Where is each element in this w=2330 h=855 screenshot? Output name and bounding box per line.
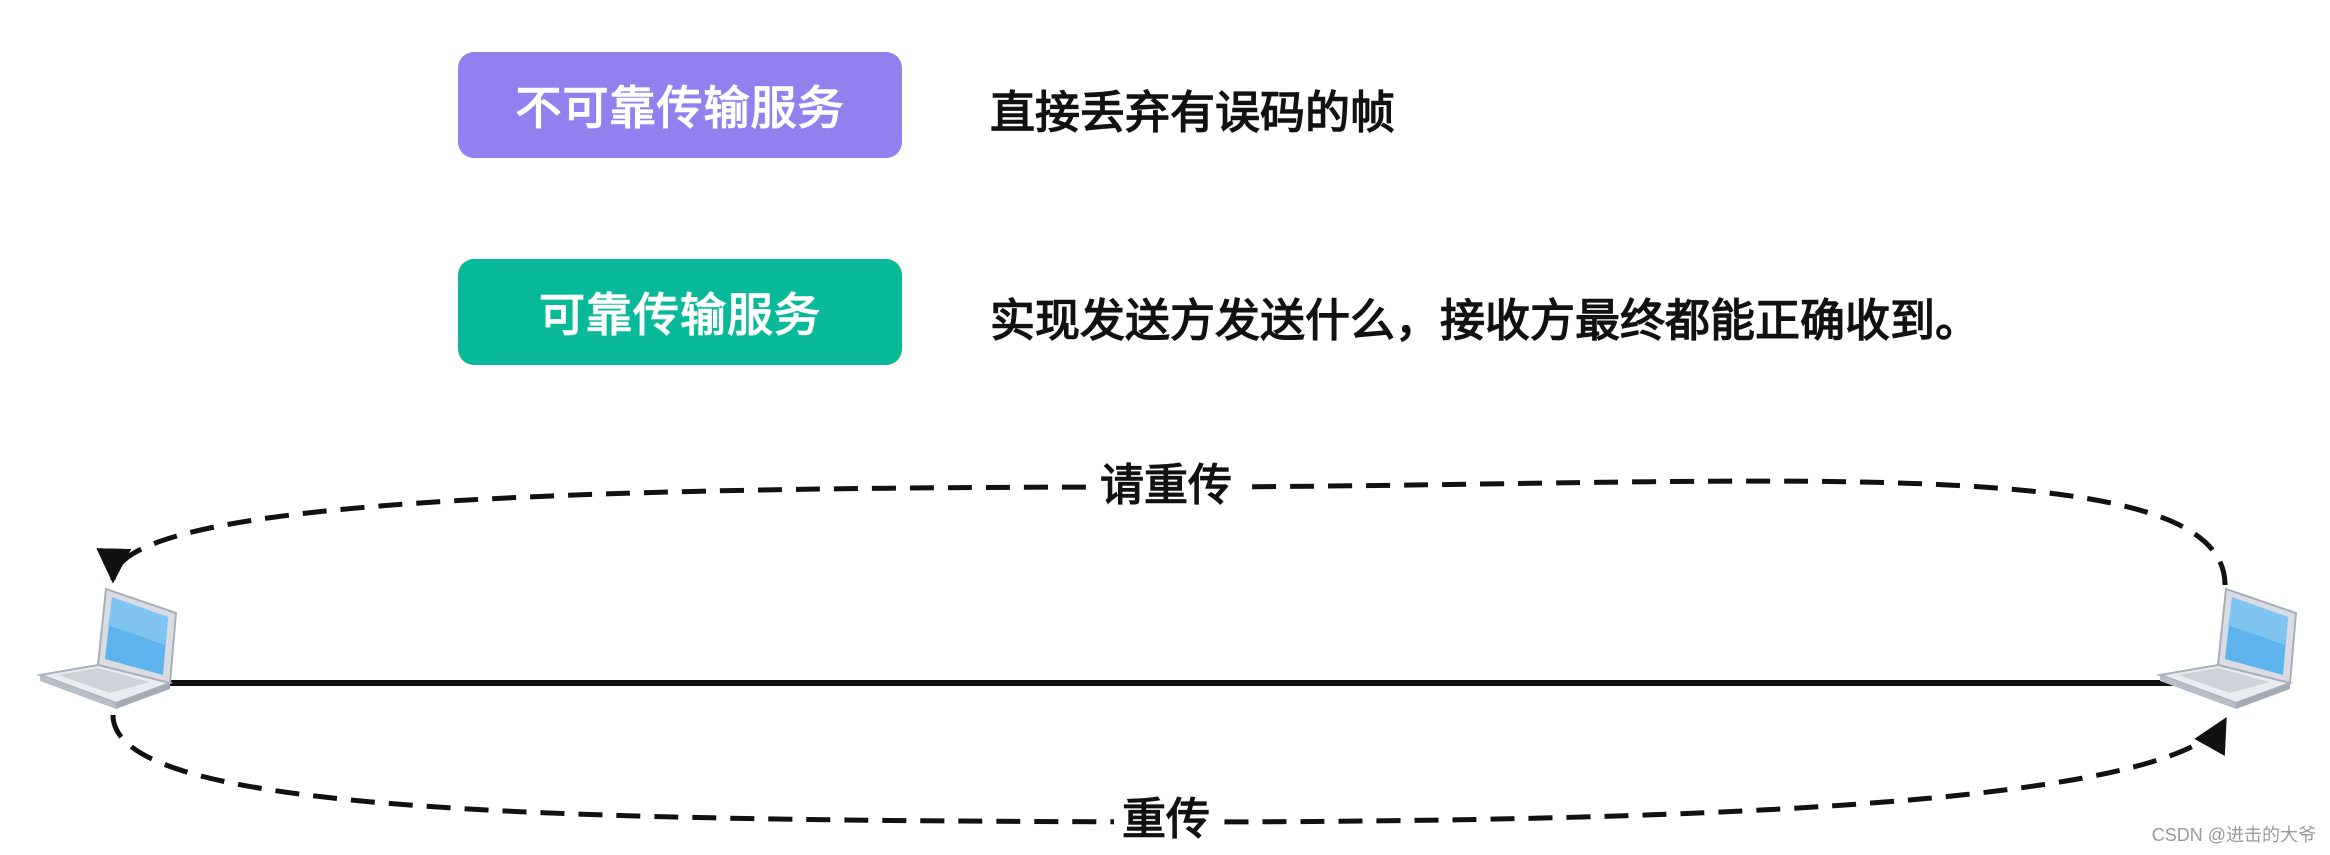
retransmit-label: 重传	[1114, 795, 1218, 846]
laptop-icon	[2160, 589, 2296, 709]
laptop-icon	[40, 589, 176, 709]
request-retransmit-label: 请重传	[1092, 461, 1240, 512]
watermark: CSDN @进击的大爷	[2152, 821, 2316, 847]
